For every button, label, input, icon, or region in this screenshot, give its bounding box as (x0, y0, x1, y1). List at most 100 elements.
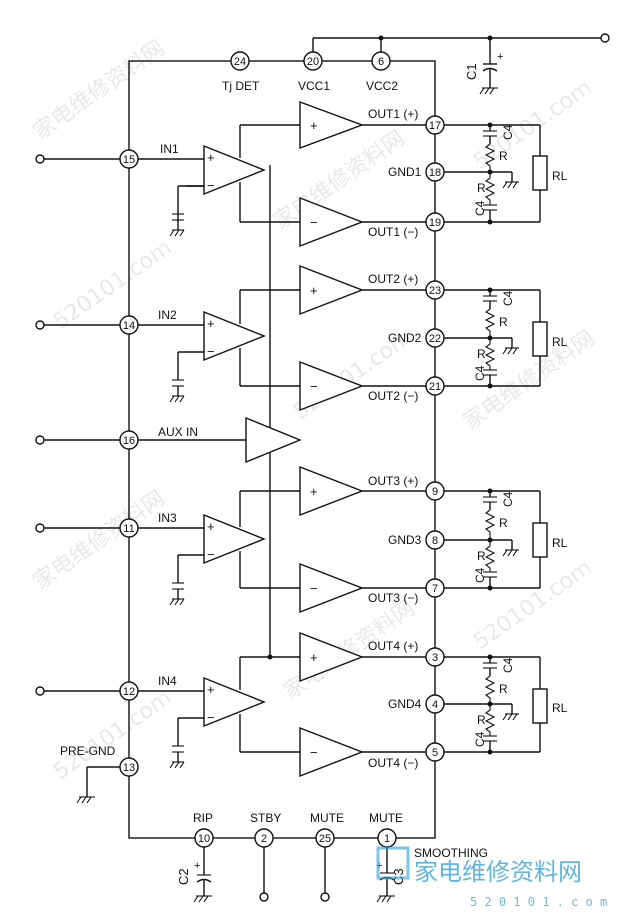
pin-7: 7 (425, 578, 445, 598)
out1n-label: OUT1 (−) (368, 225, 418, 239)
pin-10: 10 (194, 828, 214, 848)
gnd1-label: GND1 (388, 165, 422, 179)
svg-text:2: 2 (261, 833, 267, 845)
svg-text:R: R (499, 149, 508, 163)
pin-9: 9 (425, 481, 445, 501)
pin-6: 6 (371, 51, 391, 71)
aux-in-label: AUX IN (158, 425, 198, 439)
out2p-label: OUT2 (+) (368, 272, 418, 286)
svg-text:18: 18 (429, 167, 441, 179)
smoothing-label: SMOOTHING (414, 846, 488, 860)
pin-19: 19 (425, 212, 445, 232)
svg-text:C4: C4 (501, 657, 515, 673)
svg-text:RL: RL (552, 701, 568, 715)
svg-text:+: + (310, 484, 318, 499)
pin-24: 24 (230, 51, 250, 71)
gnd3-label: GND3 (388, 533, 422, 547)
svg-text:−: − (310, 581, 318, 596)
pin-18: 18 (425, 162, 445, 182)
svg-text:4: 4 (432, 699, 438, 711)
svg-text:24: 24 (234, 56, 246, 68)
svg-text:−: − (310, 215, 318, 230)
svg-text:+: + (207, 682, 215, 697)
pin-22: 22 (425, 328, 445, 348)
pin-23: 23 (425, 280, 445, 300)
in3-label: IN3 (158, 511, 177, 525)
in4-label: IN4 (158, 674, 177, 688)
svg-text:21: 21 (429, 381, 441, 393)
svg-text:R: R (477, 713, 486, 727)
rip-label: RIP (193, 811, 213, 825)
pin-16: 16 (119, 430, 139, 450)
svg-text:C4: C4 (501, 124, 515, 140)
in2-label: IN2 (158, 308, 177, 322)
svg-text:C4: C4 (473, 731, 487, 747)
out3p-label: OUT3 (+) (368, 474, 418, 488)
svg-text:7: 7 (432, 583, 438, 595)
svg-text:8: 8 (432, 535, 438, 547)
out4p-label: OUT4 (+) (368, 639, 418, 653)
svg-text:R: R (499, 682, 508, 696)
stby-label: STBY (250, 811, 281, 825)
svg-text:23: 23 (429, 285, 441, 297)
svg-text:11: 11 (123, 523, 134, 535)
pin-14: 14 (119, 315, 139, 335)
svg-text:R: R (499, 315, 508, 329)
pin-11: 11 (119, 518, 139, 538)
svg-text:13: 13 (123, 762, 135, 774)
output-network-1: C4 C4 R R RL (444, 122, 568, 225)
svg-text:17: 17 (429, 120, 441, 132)
svg-text:9: 9 (432, 486, 438, 498)
pin-12: 12 (119, 681, 139, 701)
channel-2: + − + − (169, 264, 435, 412)
svg-text:RL: RL (552, 536, 568, 550)
svg-text:C4: C4 (473, 567, 487, 583)
svg-text:19: 19 (429, 217, 441, 229)
svg-text:22: 22 (429, 333, 441, 345)
svg-text:14: 14 (123, 320, 135, 332)
svg-text:RL: RL (552, 169, 568, 183)
pin-15: 15 (119, 149, 139, 169)
svg-text:−: − (310, 745, 318, 760)
svg-text:+: + (207, 150, 215, 165)
mute-label-2: MUTE (369, 811, 403, 825)
svg-text:−: − (310, 379, 318, 394)
svg-text:RL: RL (552, 335, 568, 349)
gnd4-label: GND4 (388, 697, 422, 711)
pin-25: 25 (315, 828, 335, 848)
channel-1: + − + − (169, 100, 435, 248)
svg-text:+: + (207, 316, 215, 331)
svg-text:C4: C4 (473, 365, 487, 381)
svg-text:C4: C4 (473, 200, 487, 216)
watermark-text: 家电维修资料网 (29, 36, 170, 145)
watermark-text: 520101.com (49, 685, 176, 785)
pin-13: 13 (119, 757, 139, 777)
out2n-label: OUT2 (−) (368, 389, 418, 403)
svg-text:25: 25 (319, 833, 331, 845)
watermark-logo: 家电维修资料网 5 2 0 1 0 1 . c o m (376, 846, 607, 909)
c2-plus: + (194, 860, 200, 872)
output-network-3: C4 C4 R R RL (444, 488, 568, 591)
svg-text:R: R (477, 347, 486, 361)
svg-text:−: − (207, 710, 215, 725)
pin-21: 21 (425, 376, 445, 396)
pin-5: 5 (425, 742, 445, 762)
svg-text:家电维修资料网: 家电维修资料网 (414, 858, 582, 886)
svg-text:16: 16 (123, 435, 135, 447)
svg-text:R: R (477, 549, 486, 563)
svg-text:+: + (207, 519, 215, 534)
pin-17: 17 (425, 115, 445, 135)
svg-text:−: − (207, 178, 215, 193)
bottom-wires (193, 847, 395, 903)
svg-text:+: + (310, 118, 318, 133)
pin-1: 1 (377, 828, 397, 848)
output-network-4: C4 C4 R R RL (444, 654, 568, 755)
pin-8: 8 (425, 530, 445, 550)
svg-text:+: + (310, 650, 318, 665)
out1p-label: OUT1 (+) (368, 107, 418, 121)
in1-label: IN1 (160, 142, 179, 156)
pre-gnd-label: PRE-GND (60, 744, 116, 758)
svg-text:5: 5 (432, 747, 438, 759)
mute-label: MUTE (310, 811, 344, 825)
